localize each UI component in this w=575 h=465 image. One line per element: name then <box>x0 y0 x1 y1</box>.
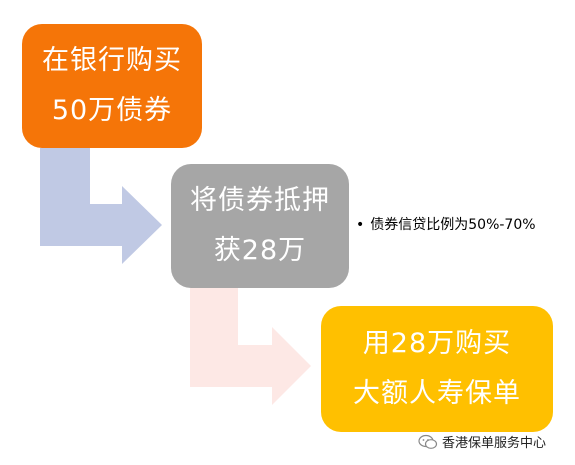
step3-line1: 用28万购买 <box>362 328 512 359</box>
arrow-step1-to-step2 <box>40 148 162 264</box>
step2-line2: 获28万 <box>213 235 307 266</box>
step3-line2: 大额人寿保单 <box>353 378 521 409</box>
step2-box: 将债券抵押 获28万 <box>171 164 349 288</box>
step3-box: 用28万购买 大额人寿保单 <box>321 306 553 432</box>
note-text: 债券信贷比例为50%-70% <box>370 217 536 233</box>
step2-line1: 将债券抵押 <box>190 185 330 216</box>
ratio-note: • 债券信贷比例为50%-70% <box>356 214 536 234</box>
step1-line2: 50万债券 <box>51 95 173 126</box>
step1-line1: 在银行购买 <box>42 45 182 76</box>
watermark-text: 香港保单服务中心 <box>442 436 547 451</box>
note-bullet: • <box>356 217 365 233</box>
step1-box: 在银行购买 50万债券 <box>22 24 202 148</box>
watermark: 香港保单服务中心 <box>418 432 546 451</box>
arrow-step2-to-step3 <box>190 288 311 405</box>
wechat-icon <box>418 434 438 449</box>
